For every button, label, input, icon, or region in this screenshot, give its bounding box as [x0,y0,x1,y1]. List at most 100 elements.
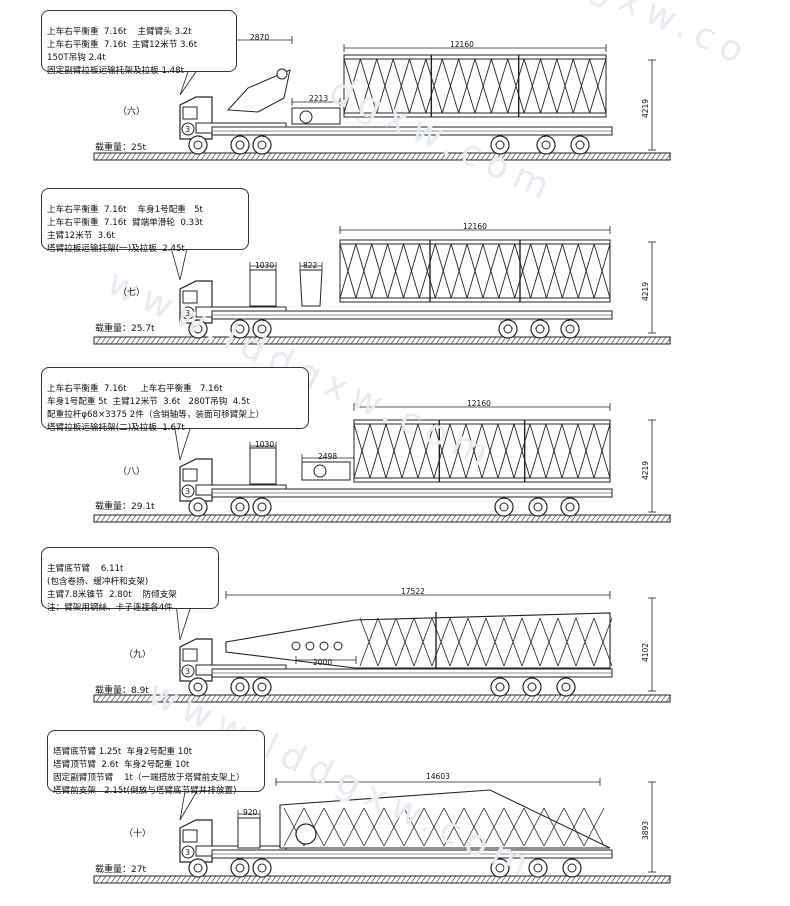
ground-hatch [285,875,292,884]
cab-number-badge [181,306,195,320]
ground-hatch [275,152,282,161]
ground-hatch [175,875,182,884]
ground-hatch [150,875,157,884]
ground-hatch [605,336,612,345]
ground-hatch [330,336,337,345]
ground-hatch [360,152,367,161]
truss-brace [283,807,305,847]
ground-hatch [510,152,517,161]
cab-window [182,106,198,120]
ground-hatch [385,336,392,345]
ground-hatch [425,514,432,523]
ground-hatch [430,875,437,884]
ground-hatch [245,694,252,703]
ground-hatch [665,336,672,345]
truss-brace [523,807,545,847]
truss-brace [593,617,613,667]
ground-hatch [600,336,607,345]
ground-hatch [350,694,357,703]
ground-hatch [365,336,372,345]
ground-hatch [145,152,152,161]
ground-hatch [540,514,547,523]
ground-hatch [135,336,142,345]
ground-hatch [120,514,127,523]
ground-hatch [490,694,497,703]
wheel-hub [235,863,245,873]
ground-hatch [395,514,402,523]
ground-hatch [310,514,317,523]
ground-hatch [285,694,292,703]
boom-head [226,69,291,113]
ground-hatch [230,152,237,161]
ground-hatch [300,694,307,703]
ground-hatch [290,152,297,161]
ground-hatch [445,875,452,884]
load-label: 载重量：25.7t [95,324,155,334]
ground-hatch [405,875,412,884]
ground-hatch [295,336,302,345]
ground-hatch [175,152,182,161]
ground-hatch [330,694,337,703]
ground-hatch [230,694,237,703]
wheel [562,858,582,878]
ground-hatch [565,694,572,703]
ground-hatch [350,514,357,523]
ground-hatch [350,152,357,161]
ground-hatch [475,152,482,161]
ground-hatch [315,694,322,703]
wheel-hub [533,502,543,512]
ground-hatch [100,514,107,523]
ground-hatch [635,514,642,523]
ground-hatch [475,514,482,523]
wheel [230,858,250,878]
boom-hole [291,641,301,651]
wheel-hub [257,863,267,873]
ground-hatch [420,514,427,523]
wheel-hub [257,502,267,512]
ground-hatch [170,336,177,345]
dim-a: 2870 [250,33,270,42]
panel-label: （十） [124,829,152,839]
ground-hatch [120,152,127,161]
ground-hatch [550,514,557,523]
truss-brace [577,243,595,299]
ground-hatch [240,875,247,884]
ground-hatch [615,875,622,884]
ground-hatch [420,694,427,703]
ground-hatch [105,152,112,161]
ground-hatch [605,152,612,161]
wheel [494,497,514,517]
ground-hatch [525,514,532,523]
ground-hatch [485,875,492,884]
callout-line: 150T吊钩 2.4t [47,53,106,63]
ground-hatch [510,875,517,884]
callout-line: 上车右平衡重 7.16t 主臂12米节 3.6t [47,40,198,50]
wheel [536,135,556,155]
ground-hatch [650,875,657,884]
ground-hatch [585,875,592,884]
ground-hatch [555,152,562,161]
ground-hatch [495,336,502,345]
ground-hatch [270,152,277,161]
ground-hatch [440,152,447,161]
ground-hatch [470,694,477,703]
truss-brace [483,807,505,847]
truss-brace [449,617,469,667]
ground-hatch [640,152,647,161]
wheel-hub [561,682,571,692]
truss-brace [395,617,415,667]
callout-nine: 主臂底节臂 6.11t(包含卷扬、缓冲杆和支架)主臂7.8米锥节 2.80t 防… [41,547,219,613]
ground-hatch [390,694,397,703]
wheel-hub [193,324,203,334]
ground-hatch [410,875,417,884]
ground-hatch [135,514,142,523]
ground-hatch [285,152,292,161]
callout-line: 塔臂顶节臂 2.6t 车身2号配重 10t [53,760,190,770]
ground-hatch [645,336,652,345]
ground-hatch [440,694,447,703]
ground-hatch [575,875,582,884]
truss-brace [371,243,389,299]
ground-hatch [625,152,632,161]
ground-hatch [130,694,137,703]
ground-hatch [155,514,162,523]
